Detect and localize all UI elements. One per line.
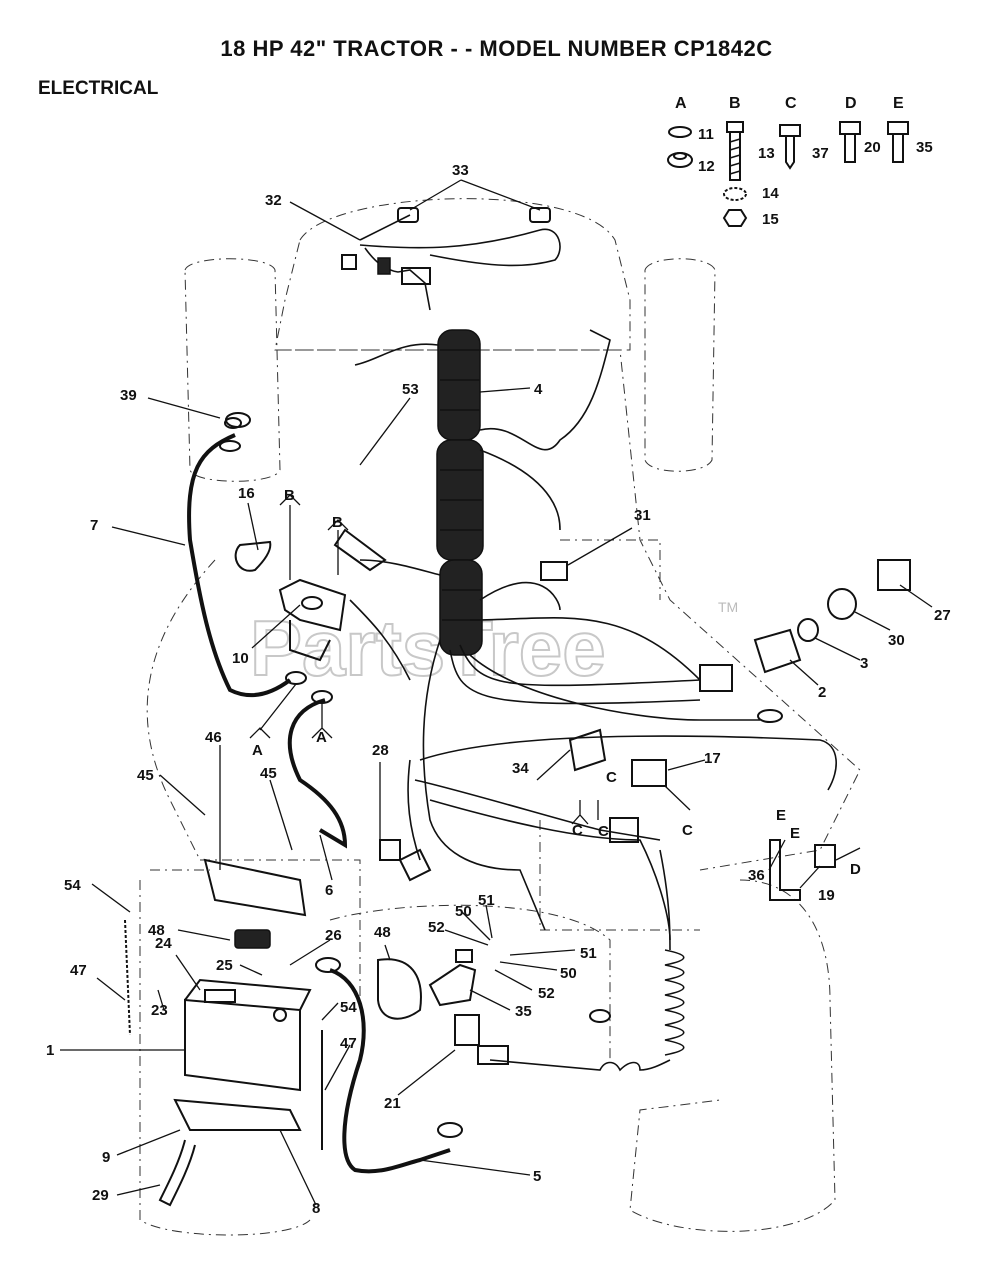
callout-35: 35 (515, 1003, 532, 1020)
callout-52a: 52 (428, 919, 445, 936)
hw-part-20: 20 (864, 139, 881, 156)
switch-components (333, 254, 911, 1020)
callout-7: 7 (90, 517, 98, 534)
hw-part-35: 35 (916, 139, 933, 156)
callout-34: 34 (512, 760, 529, 777)
callout-39: 39 (120, 387, 137, 404)
ref-b-2: B (332, 514, 343, 531)
page-title: 18 HP 42" TRACTOR - - MODEL NUMBER CP184… (220, 36, 773, 61)
battery-hold-down (203, 858, 307, 917)
callout-10: 10 (232, 650, 249, 667)
battery-cables (187, 412, 463, 1174)
hw-letter-e: E (893, 95, 904, 112)
leader-lines (60, 179, 933, 1206)
callout-23: 23 (151, 1002, 168, 1019)
callout-36: 36 (748, 867, 765, 884)
star-washer-icon (723, 187, 747, 201)
callout-6: 6 (325, 882, 333, 899)
callout-5: 5 (533, 1168, 541, 1185)
hex-bolt-icon (839, 121, 861, 163)
screw-icon (779, 124, 801, 170)
light-switch-31 (540, 561, 568, 581)
corrugated-loom (354, 329, 611, 656)
battery-tray (173, 1098, 302, 1131)
callout-46: 46 (205, 729, 222, 746)
carriage-bolt-icon (726, 121, 744, 181)
hw-part-11: 11 (698, 126, 714, 143)
callout-26: 26 (325, 927, 342, 944)
ref-c-2: C (572, 822, 583, 839)
battery-assembly (124, 858, 323, 1207)
hw-part-12: 12 (698, 158, 715, 175)
callout-21: 21 (384, 1095, 401, 1112)
connector (699, 664, 733, 692)
hw-part-14: 14 (762, 185, 779, 202)
ref-e-1: E (776, 807, 786, 824)
callout-53: 53 (402, 381, 419, 398)
hw-letter-b: B (729, 95, 741, 112)
callout-51b: 51 (580, 945, 597, 962)
lock-nut-icon (722, 209, 748, 227)
callout-31: 31 (634, 507, 651, 524)
section-title: ELECTRICAL (38, 78, 159, 99)
callout-3: 3 (860, 655, 868, 672)
callouts: 33 32 4 53 39 16 7 B B 31 27 30 3 2 10 A… (46, 162, 951, 1217)
hw-part-15: 15 (762, 211, 779, 228)
ref-c-3: C (682, 822, 693, 839)
callout-4: 4 (534, 381, 543, 398)
callout-50b: 50 (560, 965, 577, 982)
callout-24: 24 (155, 935, 172, 952)
callout-51a: 51 (478, 892, 495, 909)
callout-47b: 47 (340, 1035, 357, 1052)
ref-c-4: C (598, 823, 609, 840)
callout-17: 17 (704, 750, 721, 767)
hw-letter-c: C (785, 95, 797, 112)
callout-29: 29 (92, 1187, 109, 1204)
ref-d-1: D (850, 861, 861, 878)
headlight-harness (359, 207, 561, 311)
callout-54b: 54 (340, 999, 357, 1016)
hw-part-13: 13 (758, 145, 775, 162)
callout-8: 8 (312, 1200, 320, 1217)
seat-switch-coil (454, 849, 685, 1072)
ref-e-2: E (790, 825, 800, 842)
hw-part-37: 37 (812, 145, 829, 162)
ref-b-1: B (284, 487, 295, 504)
hw-letter-d: D (845, 95, 857, 112)
ref-c-1: C (606, 769, 617, 786)
main-harness (349, 559, 837, 941)
ignition-switch-2 (753, 628, 802, 674)
callout-32: 32 (265, 192, 282, 209)
ref-a-2: A (316, 729, 327, 746)
callout-54a: 54 (64, 877, 81, 894)
tractor-outline (139, 198, 861, 1236)
callout-25: 25 (216, 957, 233, 974)
callout-27: 27 (934, 607, 951, 624)
callout-45b: 45 (260, 765, 277, 782)
watermark-tm: TM (718, 599, 738, 615)
callout-52b: 52 (538, 985, 555, 1002)
callout-50a: 50 (455, 903, 472, 920)
relay-17 (631, 759, 667, 787)
callout-30: 30 (888, 632, 905, 649)
callout-9: 9 (102, 1149, 110, 1166)
callout-33: 33 (452, 162, 469, 179)
flange-bolt-icon (887, 121, 909, 163)
battery (184, 978, 312, 1092)
hardware-key: A B C D E 11 12 13 14 15 37 20 35 (667, 95, 933, 228)
callout-19: 19 (818, 887, 835, 904)
callout-45a: 45 (137, 767, 154, 784)
callout-48b: 48 (374, 924, 391, 941)
callout-1: 1 (46, 1042, 54, 1059)
callout-48a: 48 (148, 922, 165, 939)
callout-16: 16 (238, 485, 255, 502)
hw-letter-a: A (675, 95, 687, 112)
callout-47a: 47 (70, 962, 87, 979)
solenoid-assembly (219, 417, 347, 704)
ref-a-1: A (252, 742, 263, 759)
callout-28: 28 (372, 742, 389, 759)
callout-2: 2 (818, 684, 826, 701)
lock-washer-icon (668, 126, 692, 138)
